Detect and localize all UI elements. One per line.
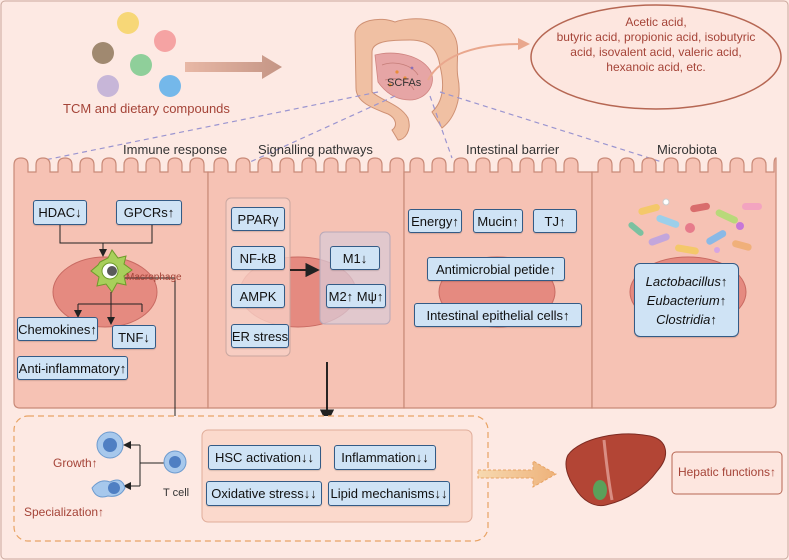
growth-label: Growth↑ bbox=[53, 456, 98, 470]
t-cell-label: T cell bbox=[163, 487, 190, 499]
immune-connectors bbox=[59, 225, 176, 448]
bacteria-name: Eubacterium↑ bbox=[646, 292, 727, 308]
hepatic-box bbox=[671, 451, 783, 495]
liver-icon bbox=[565, 433, 666, 507]
signal-title: Signalling pathways bbox=[258, 142, 373, 157]
mucin-box: Mucin↑ bbox=[473, 209, 523, 233]
immune-title: Immune response bbox=[123, 142, 228, 157]
hdac-box: HDAC↓ bbox=[33, 200, 87, 225]
scfa-list: Acetic acid, butyric acid, propionic aci… bbox=[540, 15, 772, 75]
m2-box: M2↑ Mψ↑ bbox=[326, 284, 386, 308]
scfa-list-line: hexanoic acid, etc. bbox=[606, 60, 706, 74]
nfkb-box: NF-kB bbox=[231, 246, 285, 270]
result-arrow-icon bbox=[477, 460, 558, 488]
oxidative-box: Oxidative stress↓↓ bbox=[206, 481, 322, 506]
macrophage-icon bbox=[90, 249, 133, 293]
lipid-box: Lipid mechanisms↓↓ bbox=[328, 481, 450, 506]
compound-dots-icon bbox=[92, 12, 181, 97]
specialized-cell-icon bbox=[91, 479, 126, 498]
barrier-title: Intestinal barrier bbox=[466, 142, 560, 157]
outcome-panel bbox=[201, 429, 473, 523]
gpcrs-box: GPCRs↑ bbox=[116, 200, 182, 225]
scfa-ellipse bbox=[530, 4, 782, 110]
er-stress-box: ER stress bbox=[231, 324, 289, 348]
anti-inflammatory-box: Anti-inflammatory↑ bbox=[17, 356, 128, 380]
bacteria-name: Clostridia↑ bbox=[656, 311, 717, 327]
specialization-label: Specialization↑ bbox=[24, 505, 105, 519]
chemokines-box: Chemokines↑ bbox=[17, 317, 98, 341]
pathway-group bbox=[225, 197, 291, 357]
intestine-icon bbox=[354, 18, 460, 141]
big-arrow-icon bbox=[185, 55, 282, 79]
hsc-box: HSC activation↓↓ bbox=[208, 445, 321, 470]
growth-cell-icon bbox=[96, 431, 124, 459]
dashed-connectors bbox=[34, 91, 663, 163]
scfa-label: SCFAs bbox=[387, 77, 422, 89]
m1-box: M1↓ bbox=[330, 246, 380, 270]
scfa-list-line: butyric acid, propionic acid, isobutyric bbox=[556, 30, 756, 44]
t-cell-icon bbox=[163, 450, 187, 474]
antimicrobial-box: Antimicrobial petide↑ bbox=[427, 257, 565, 281]
scfa-list-line: acid, isovalent acid, valeric acid, bbox=[570, 45, 742, 59]
ampk-box: AMPK bbox=[231, 284, 285, 308]
ppar-box: PPARγ bbox=[231, 207, 285, 231]
inflammation-box: Inflammation↓↓ bbox=[334, 445, 436, 470]
source-label: TCM and dietary compounds bbox=[63, 101, 230, 116]
hepatic-label: Hepatic functions↑ bbox=[677, 465, 777, 479]
macrophage-label: Macrophage bbox=[126, 272, 182, 283]
nucleus bbox=[52, 256, 158, 328]
bacteria-name: Lactobacillus↑ bbox=[645, 273, 728, 289]
epithelial-cells-box: Intestinal epithelial cells↑ bbox=[414, 303, 582, 327]
scfa-list-line: Acetic acid, bbox=[625, 15, 687, 29]
arc-arrow bbox=[427, 43, 521, 81]
tnf-box: TNF↓ bbox=[112, 325, 156, 349]
microbiota-box: Lactobacillus↑ Eubacterium↑ Clostridia↑ bbox=[634, 263, 739, 337]
energy-box: Energy↑ bbox=[408, 209, 462, 233]
microbiota-title: Microbiota bbox=[657, 142, 717, 157]
bacteria-icon bbox=[628, 198, 762, 255]
tj-box: TJ↑ bbox=[533, 209, 577, 233]
